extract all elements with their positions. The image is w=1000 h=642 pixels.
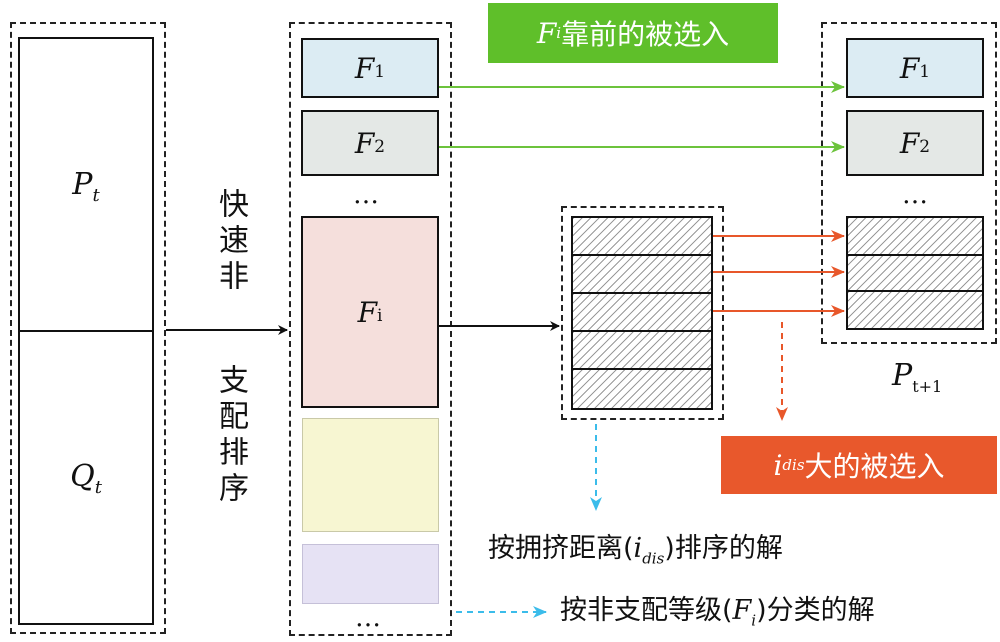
parent-offspring-group — [10, 22, 166, 634]
sort-label-bottom: 支配排序 — [213, 364, 248, 508]
crowding-sorted-stack — [571, 216, 713, 410]
selected-row — [848, 292, 982, 328]
crowding-row — [573, 218, 711, 256]
crowding-sorted-group — [561, 206, 724, 420]
next-population-ellipsis: … — [902, 180, 928, 210]
sort-label-top: 快速非 — [213, 188, 248, 296]
parent-population-label: Pt — [72, 167, 100, 206]
front-box-5 — [302, 544, 439, 604]
offspring-population-label: Qt — [70, 459, 102, 498]
crowding-legend-text: 按拥挤距离(idis)排序的解 — [488, 533, 783, 568]
crowding-row — [573, 256, 711, 294]
crowding-row — [573, 294, 711, 332]
fronts-ellipsis-top: … — [353, 180, 379, 210]
fronts-group — [289, 22, 452, 636]
offspring-population-box: Qt — [18, 330, 154, 625]
selected-row — [848, 256, 982, 292]
crowding-row — [573, 332, 711, 370]
selected-row — [848, 218, 982, 256]
front-box-4 — [302, 418, 439, 532]
parent-population-box: Pt — [18, 37, 154, 332]
fronts-ellipsis-bottom: … — [355, 603, 381, 633]
crowding-row — [573, 370, 711, 408]
next-selected-stack — [846, 216, 984, 330]
next-population-group — [821, 22, 997, 344]
next-population-label: Pt+1 — [892, 358, 943, 396]
rank-legend-text: 按非支配等级(Fi)分类的解 — [560, 595, 875, 630]
